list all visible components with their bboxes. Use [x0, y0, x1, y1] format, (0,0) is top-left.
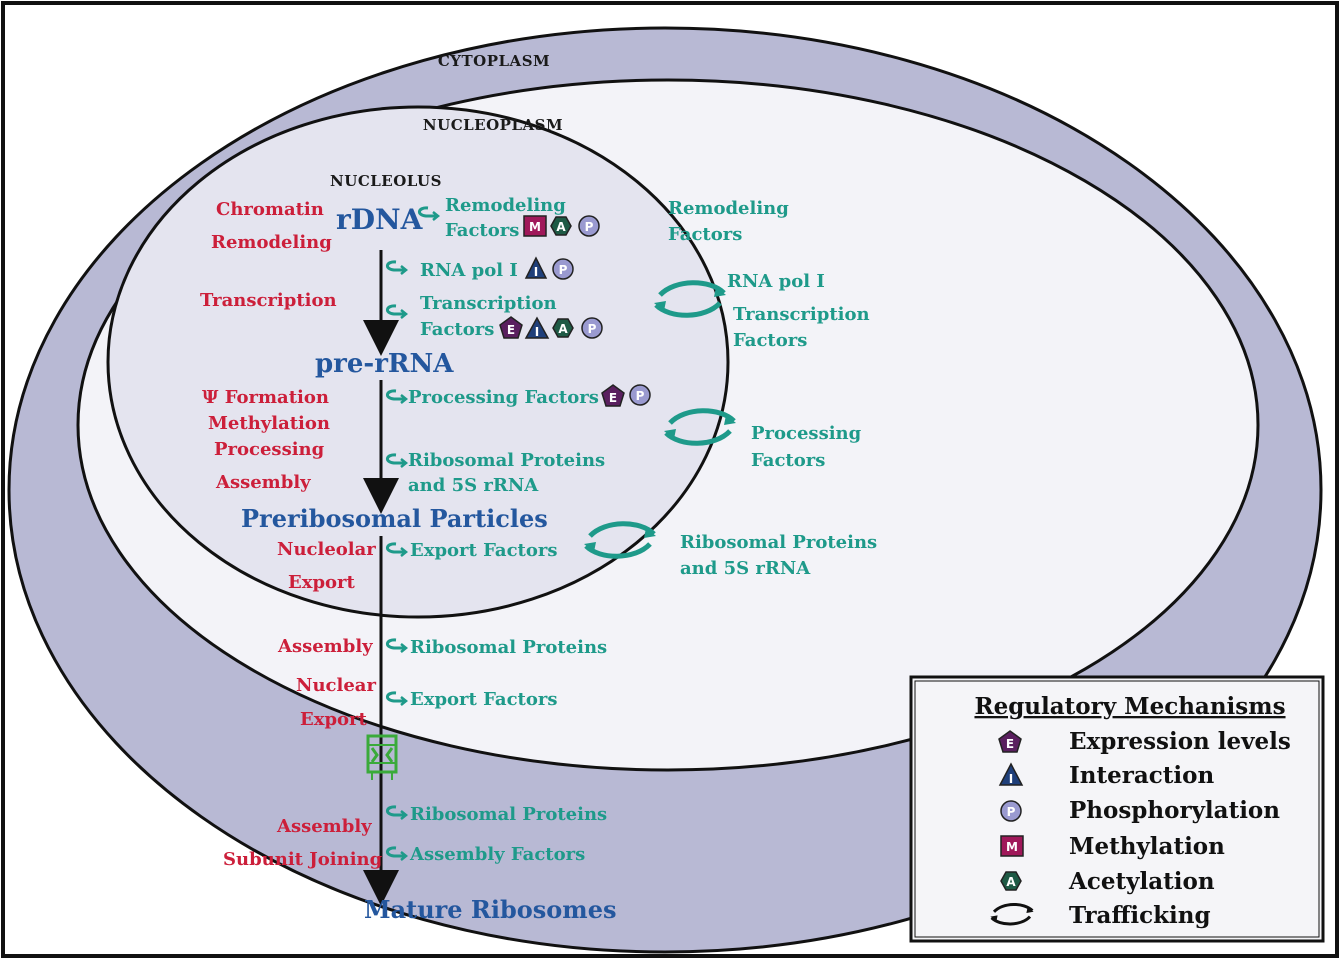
factor-assembly: Assembly Factors [409, 844, 585, 865]
factor-ribosomal-line2: and 5S rRNA [408, 475, 539, 496]
svg-text:P: P [636, 389, 645, 403]
traffic-ribosomal-line1: Ribosomal Proteins [680, 532, 877, 553]
process-nuclear: Nuclear [296, 675, 376, 696]
preribosomal-particles-label: Preribosomal Particles [241, 504, 548, 533]
legend-item-trafficking: Trafficking [1069, 902, 1211, 929]
factor-processing: Processing Factors [408, 387, 599, 408]
legend-item-methylation: Methylation [1069, 833, 1225, 860]
legend-item-acetylation: Acetylation [1068, 868, 1215, 895]
process-export-nucleolar: Export [288, 572, 356, 593]
methylation-badge: M [523, 215, 547, 237]
process-methylation: Methylation [208, 413, 330, 434]
expression-badge: E [601, 384, 625, 407]
legend-methylation-icon: M [1000, 835, 1024, 857]
legend-acetylation-icon: A [1000, 871, 1022, 891]
nucleolus-region [106, 105, 730, 619]
traffic-transcription-line1: Transcription [733, 304, 870, 325]
traffic-processing-line2: Factors [751, 450, 825, 471]
svg-text:E: E [609, 391, 617, 405]
process-assembly-nucleolus: Assembly [215, 472, 311, 493]
factor-remodeling-line1: Remodeling [445, 195, 566, 216]
svg-text:E: E [507, 323, 515, 337]
process-psi-formation: Ψ Formation [202, 387, 329, 408]
factor-ribosomal-line1: Ribosomal Proteins [408, 450, 605, 471]
traffic-processing-line1: Processing [751, 423, 862, 444]
svg-text:I: I [1009, 772, 1013, 786]
factor-ribosomal-cytoplasm: Ribosomal Proteins [410, 804, 607, 825]
phosphorylation-badge: P [629, 384, 651, 406]
factor-rna-pol: RNA pol I [420, 260, 518, 281]
process-remodeling: Remodeling [211, 232, 332, 253]
legend-trafficking-icon [990, 902, 1034, 926]
nucleoplasm-label: NUCLEOPLASM [423, 116, 563, 134]
process-nucleolar: Nucleolar [277, 539, 376, 560]
factor-remodeling-line2: Factors [445, 220, 519, 241]
process-assembly-nucleoplasm: Assembly [277, 636, 373, 657]
expression-badge: E [499, 316, 523, 339]
svg-text:P: P [1007, 805, 1016, 819]
cytoplasm-label: CYTOPLASM [438, 52, 550, 70]
legend-box [909, 675, 1325, 943]
acetylation-badge: A [550, 216, 572, 236]
nucleolus-label: NUCLEOLUS [330, 172, 442, 190]
factor-export-nucleolar: Export Factors [410, 540, 557, 561]
legend: Regulatory Mechanisms E Expression level… [909, 675, 1325, 943]
traffic-remodeling-line1: Remodeling [668, 198, 789, 219]
svg-text:M: M [1006, 840, 1018, 854]
legend-phosphorylation-icon: P [1000, 800, 1022, 822]
svg-text:P: P [588, 322, 597, 336]
process-export-nuclear: Export [300, 709, 368, 730]
legend-item-phosphorylation: Phosphorylation [1069, 797, 1280, 824]
legend-item-expression: Expression levels [1069, 728, 1291, 755]
legend-expression-icon: E [998, 730, 1022, 753]
process-subunit-joining: Subunit Joining [223, 849, 383, 870]
traffic-ribosomal-line2: and 5S rRNA [680, 558, 811, 579]
svg-text:I: I [534, 265, 538, 279]
process-chromatin: Chromatin [216, 199, 324, 220]
svg-text:A: A [556, 220, 566, 234]
factor-transcription-line2: Factors [420, 319, 494, 340]
svg-text:P: P [585, 220, 594, 234]
interaction-badge: I [524, 256, 548, 279]
traffic-transcription-line2: Factors [733, 330, 807, 351]
legend-interaction-icon: I [998, 762, 1024, 786]
svg-text:M: M [529, 220, 541, 234]
factor-transcription-line1: Transcription [420, 293, 557, 314]
acetylation-badge: A [552, 318, 574, 338]
process-transcription: Transcription [200, 290, 337, 311]
phosphorylation-badge: P [552, 258, 574, 280]
traffic-remodeling-line2: Factors [668, 224, 742, 245]
mature-ribosomes-label: Mature Ribosomes [364, 895, 616, 924]
factor-export-nuclear: Export Factors [410, 689, 557, 710]
svg-text:A: A [1006, 875, 1016, 889]
legend-item-interaction: Interaction [1069, 762, 1214, 789]
process-processing: Processing [214, 439, 325, 460]
svg-text:E: E [1006, 737, 1014, 751]
svg-text:I: I [535, 325, 539, 339]
rdna-label: rDNA [336, 203, 424, 236]
phosphorylation-badge: P [578, 215, 600, 237]
factor-ribosomal-nucleoplasm: Ribosomal Proteins [410, 637, 607, 658]
svg-text:A: A [558, 322, 568, 336]
legend-title: Regulatory Mechanisms [974, 693, 1285, 720]
phosphorylation-badge: P [581, 317, 603, 339]
traffic-rna-pol: RNA pol I [727, 271, 825, 292]
pre-rrna-label: pre-rRNA [315, 349, 454, 379]
svg-text:P: P [559, 263, 568, 277]
interaction-badge: I [524, 316, 550, 339]
process-assembly-cytoplasm: Assembly [276, 816, 372, 837]
nuclear-pore-icon [366, 734, 398, 780]
